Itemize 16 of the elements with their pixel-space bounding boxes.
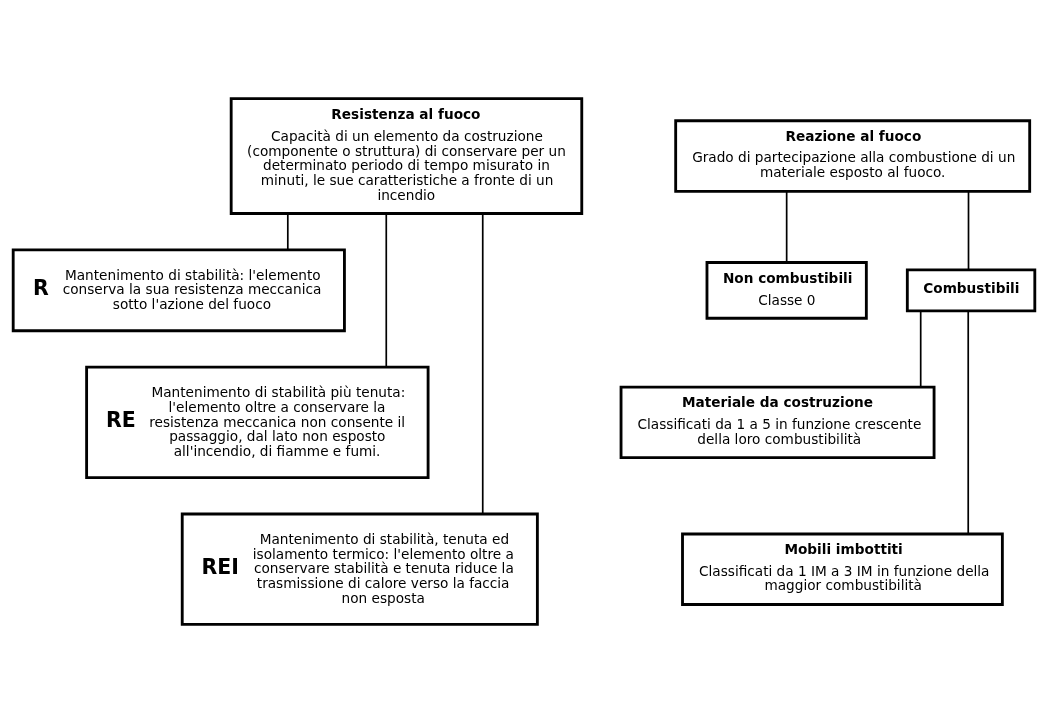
node-box: REI Mantenimento di stabilità, tenuta ed isolamento termico: l'elemento oltre a conservare stabilità e tenuta riduce la trasmissione di calore verso la faccia non esposta <box>180 512 539 626</box>
node-box: Mobili imbottiti Classificati da 1 IM a 3 IM in funzione della maggior combustibilità <box>681 532 1004 606</box>
connector <box>481 213 484 515</box>
node-box: Reazione al fuoco Grado di partecipazione alla combustione di un materiale esposto al fuoco. <box>674 119 1032 193</box>
connector <box>967 190 970 271</box>
connector <box>919 310 922 388</box>
connector <box>785 190 788 263</box>
node-box: Combustibili <box>905 268 1037 313</box>
connector <box>385 212 388 368</box>
node-box: Non combustibili Classe 0 <box>705 261 868 320</box>
connector <box>967 310 970 535</box>
node-box: Materiale da costruzione Classificati da 1 a 5 in funzione crescente della loro combustibilità <box>619 385 936 460</box>
node-box: RE Mantenimento di stabilità più tenuta: l'elemento oltre a conservare la resistenza meccanica non consente il passaggio, dal lato non esposto all'incendio, di fiamme e fumi. <box>85 365 430 480</box>
connector <box>286 212 289 251</box>
node-box: R Mantenimento di stabilità: l'elemento conserva la sua resistenza meccanica sotto l'azione del fuoco <box>11 248 346 333</box>
node-box: Resistenza al fuoco Capacità di un elemento da costruzione (componente o struttura) di conservare per un determinato periodo di tempo misurato in minuti, le sue caratteristiche a fronte di un incendio <box>229 97 584 215</box>
